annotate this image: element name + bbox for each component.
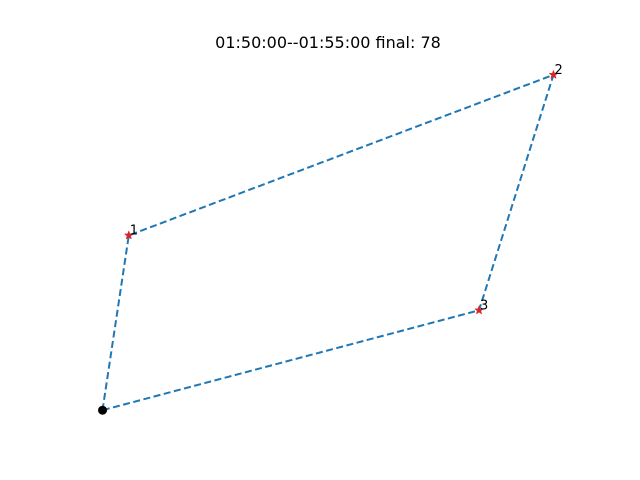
waypoint-label-1: 1 (130, 223, 138, 238)
plot-area: 1 2 3 (98, 63, 563, 415)
waypoint-label-2: 2 (554, 63, 562, 78)
waypoint-marker-1 (123, 230, 134, 240)
waypoint-marker-3 (474, 305, 484, 315)
chart-title: 01:50:00--01:55:00 final: 78 (215, 33, 441, 52)
start-point-marker (98, 405, 108, 415)
waypoint-marker-2 (548, 69, 559, 79)
waypoint-label-3: 3 (480, 298, 488, 313)
